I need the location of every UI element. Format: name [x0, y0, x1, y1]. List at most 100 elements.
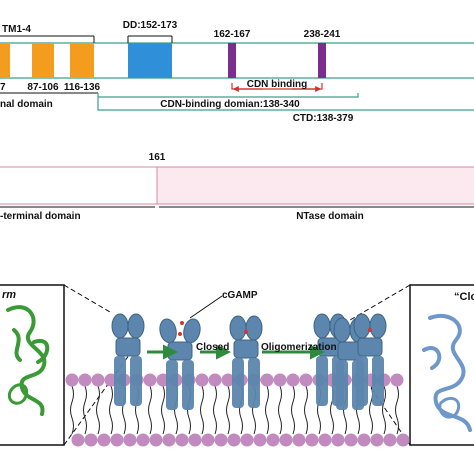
tm-segment-2 [32, 43, 54, 78]
lipid-tail [109, 385, 113, 435]
lipid-head-bottom [383, 433, 397, 447]
lipid-tail [96, 385, 100, 435]
lipid-head-bottom [396, 433, 410, 447]
right-inset-label: “Clo [454, 291, 474, 303]
n-domain-label: nal domain [0, 99, 53, 110]
lipid-tail [161, 385, 165, 435]
lipid-head-bottom [266, 433, 280, 447]
lipid-head-bottom [279, 433, 293, 447]
lipid-head-top [299, 373, 313, 387]
sting-dimer [353, 313, 387, 406]
lipid-head-bottom [292, 433, 306, 447]
lipid-head-top [195, 373, 209, 387]
lipid-head-bottom [149, 433, 163, 447]
lipid-tail [213, 385, 217, 435]
cdn-binding-bracket [231, 83, 323, 90]
seg-2-label: 87-106 [27, 82, 59, 93]
ntase-domain-box [156, 166, 474, 205]
lipid-head-top [91, 373, 105, 387]
closed-label: Closed [196, 342, 229, 353]
lipid-head-bottom [175, 433, 189, 447]
cdn-domain-bracket [97, 93, 359, 98]
lipid-head-top [221, 373, 235, 387]
lipid-head-top [273, 373, 287, 387]
motif-238-241 [318, 43, 326, 78]
lipid-head-top [65, 373, 79, 387]
lipid-tail [382, 385, 386, 435]
lipid-head-bottom [357, 433, 371, 447]
lipid-tail [278, 385, 282, 435]
lipid-tail [265, 385, 269, 435]
lipid-head-bottom [110, 433, 124, 447]
right-structure-inset: “Clo [409, 284, 474, 446]
lipid-head-bottom [201, 433, 215, 447]
cgas-domain-map: 161 -terminal domain NTase domain [0, 152, 474, 222]
tm-segment-3 [70, 43, 94, 78]
cgamp-pointer [189, 295, 223, 319]
lipid-head-bottom [318, 433, 332, 447]
cdn-binding-label: CDN binding [247, 79, 308, 90]
lipid-head-bottom [305, 433, 319, 447]
dd-label: DD:152-173 [123, 20, 178, 31]
lipid-head-top [143, 373, 157, 387]
lipid-head-bottom [344, 433, 358, 447]
lipid-head-top [286, 373, 300, 387]
tm-segment-1 [0, 43, 10, 78]
right-ribbon-coil [438, 396, 461, 419]
lipid-tail [291, 385, 295, 435]
lipid-tail [83, 385, 87, 435]
left-ribbon-coil [7, 383, 29, 405]
lipid-head-bottom [253, 433, 267, 447]
cgamp-ligand [178, 332, 182, 336]
ntase-label: NTase domain [296, 211, 364, 222]
lipid-tail [395, 385, 399, 435]
lipid-head-bottom [136, 433, 150, 447]
left-inset-label: rm [2, 289, 16, 301]
pos-162-167-label: 162-167 [214, 29, 251, 40]
lipid-tail [226, 385, 230, 435]
zoom-line-left-bottom [63, 339, 141, 446]
cdn-domain-label: CDN-binding domian:138-340 [160, 99, 300, 110]
lipid-head-bottom [331, 433, 345, 447]
lipid-head-top [390, 373, 404, 387]
ctd-bracket [97, 97, 474, 111]
lipid-head-bottom [123, 433, 137, 447]
lipid-tail [148, 385, 152, 435]
lipid-head-bottom [162, 433, 176, 447]
pos-238-241-label: 238-241 [304, 29, 341, 40]
lipid-head-bottom [97, 433, 111, 447]
ctd-label: CTD:138-379 [293, 113, 354, 124]
lipid-head-top [78, 373, 92, 387]
lipid-head-bottom [214, 433, 228, 447]
mechanism-panel: rm “Clo Closed Oligomerization cGAMP [0, 284, 474, 447]
cgamp-ligand [368, 328, 372, 332]
lipid-head-bottom [370, 433, 384, 447]
lipid-tail [304, 385, 308, 435]
lipid-head-bottom [240, 433, 254, 447]
motif-162-167 [228, 43, 236, 78]
right-ribbon [422, 313, 472, 432]
pos-161-label: 161 [149, 152, 166, 163]
sting-dimer [111, 313, 145, 406]
cgamp-ligand [244, 330, 248, 334]
cgamp-free [180, 321, 184, 325]
lipid-head-bottom [227, 433, 241, 447]
sting-dimers [111, 313, 387, 410]
lipid-head-top [260, 373, 274, 387]
zoom-line-left-top [63, 284, 111, 313]
tm-label: TM1-4 [2, 24, 31, 35]
lipid-head-bottom [188, 433, 202, 447]
sting-dimer [229, 315, 263, 408]
lipid-head-bottom [71, 433, 85, 447]
seg-1-label: 7 [0, 82, 6, 93]
lipid-tail [200, 385, 204, 435]
dd-segment [128, 43, 172, 78]
n-terminal-label: -terminal domain [0, 211, 81, 222]
lipid-head-bottom [84, 433, 98, 447]
left-ribbon [6, 305, 50, 416]
seg-3-label: 116-136 [64, 82, 101, 93]
lipid-head-top [208, 373, 222, 387]
sting-domain-map: TM1-4 DD:152-173 162-167 238-241 CDN bin… [0, 20, 474, 124]
left-structure-inset: rm [0, 284, 65, 446]
